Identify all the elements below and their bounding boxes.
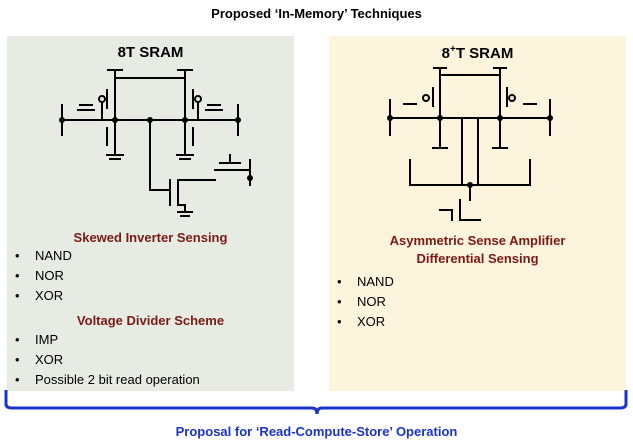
right-panel-title: 8+T SRAM	[329, 44, 626, 62]
left-section1-list: NAND NOR XOR	[13, 246, 72, 306]
right-title-rest: T SRAM	[455, 45, 514, 62]
right-title-sup: +	[450, 44, 456, 55]
list-item: IMP	[13, 330, 200, 350]
left-section2-heading: Voltage Divider Scheme	[76, 313, 225, 328]
right-panel-8plus-t-sram: 8+T SRAM Asymmetric Sense Amplifier Diff…	[329, 36, 626, 391]
list-item: Possible 2 bit read operation	[13, 370, 200, 390]
left-panel-8t-sram: 8T SRAM Skewed Inverter Sensing NAND NOR…	[7, 36, 294, 391]
list-item: XOR	[13, 350, 200, 370]
right-section1-list: NAND NOR XOR	[335, 272, 394, 332]
left-section1-heading: Skewed Inverter Sensing	[73, 230, 228, 245]
list-item: NOR	[335, 292, 394, 312]
list-item: XOR	[335, 312, 394, 332]
list-item: NOR	[13, 266, 72, 286]
bottom-caption: Proposal for ‘Read-Compute-Store’ Operat…	[175, 424, 458, 439]
right-section1-heading-line1: Asymmetric Sense Amplifier	[389, 233, 566, 248]
right-section1-heading-line2: Differential Sensing	[416, 251, 539, 266]
list-item: NAND	[13, 246, 72, 266]
list-item: XOR	[13, 286, 72, 306]
left-section2-list: IMP XOR Possible 2 bit read operation	[13, 330, 200, 390]
page-title: Proposed ‘In-Memory’ Techniques	[211, 6, 422, 21]
right-title-main: 8	[441, 45, 450, 62]
left-panel-title: 8T SRAM	[117, 44, 184, 61]
list-item: NAND	[335, 272, 394, 292]
